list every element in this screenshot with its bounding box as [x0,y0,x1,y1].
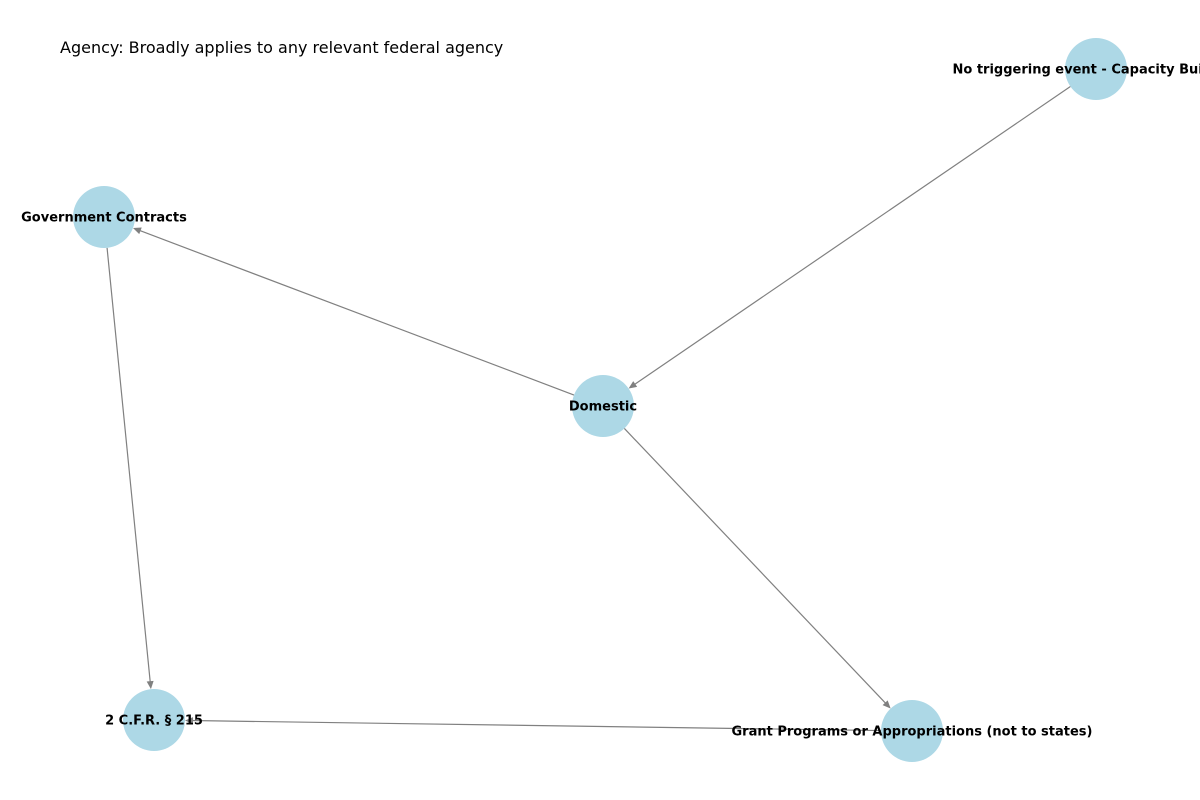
edge-line [138,229,575,396]
edge-line [190,719,882,732]
edge-grants-to-cfr [184,717,882,732]
node-label-contracts: Government Contracts [21,211,187,226]
arrow-head-icon [882,700,891,709]
arrow-head-icon [628,381,638,389]
node-contracts [73,186,135,248]
node-label-cfr: 2 C.F.R. § 215 [105,714,203,729]
arrow-head-icon [184,717,194,725]
edge-line [623,428,887,705]
edge-domestic-to-contracts [132,227,575,396]
edge-line [633,85,1071,386]
nodes-layer [73,38,1127,762]
labels-layer: No triggering event - Capacity BuildingG… [21,63,1200,740]
edge-capacity-to-domestic [628,85,1071,389]
edge-domestic-to-grants [623,428,891,709]
node-grants [881,700,943,762]
diagram-caption: Agency: Broadly applies to any relevant … [60,38,504,57]
node-label-grants: Grant Programs or Appropriations (not to… [732,725,1093,740]
edges-layer [106,85,1071,732]
arrow-head-icon [132,227,142,235]
node-cfr [123,689,185,751]
arrow-head-icon [146,680,154,690]
node-label-capacity: No triggering event - Capacity Building [953,63,1200,78]
edge-line [106,247,151,684]
node-domestic [572,375,634,437]
node-label-domestic: Domestic [569,400,637,415]
node-capacity [1065,38,1127,100]
edge-contracts-to-cfr [106,247,154,690]
